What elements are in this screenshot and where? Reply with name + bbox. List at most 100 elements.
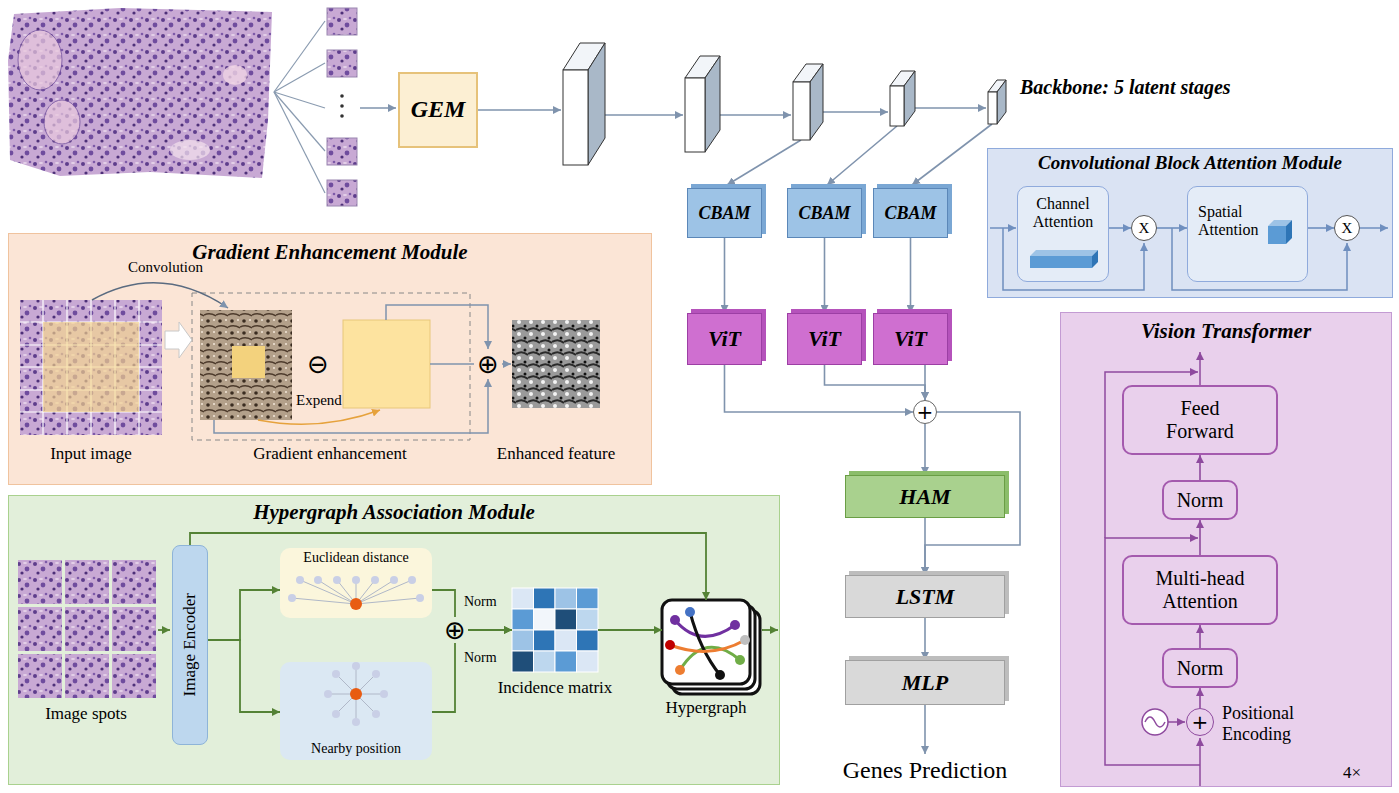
- panel-fills-part: [1060, 312, 1392, 787]
- image-patches-part: [327, 180, 357, 206]
- attention-box: Channel Attention: [1017, 186, 1109, 282]
- sum-circle: +: [913, 400, 937, 424]
- vit-illustration-part: [1145, 717, 1165, 727]
- node-text: Convolutional Block Attention Module: [1038, 152, 1342, 174]
- module-box: GEM: [398, 72, 478, 148]
- gem-illustration-part: [512, 320, 600, 408]
- connector-line: [924, 618, 926, 660]
- ham-illustration-part: [280, 548, 432, 618]
- ham-illustration-part: [350, 598, 362, 610]
- pipeline-arrows-part: [924, 705, 926, 754]
- cbam-illustration-part: [1018, 186, 1108, 282]
- svg-definition-part: [292, 598, 356, 604]
- ham-illustration-part: [112, 560, 156, 604]
- svg-definition-part: [380, 690, 388, 698]
- cbam-illustration-part: [1030, 250, 1098, 256]
- transformer-block: ViT: [873, 313, 948, 365]
- histology-image-part: [44, 100, 80, 144]
- ellipsis-dots: [340, 94, 344, 118]
- image-patches-part: [327, 138, 357, 165]
- svg-definition-part: [314, 576, 322, 584]
- ham-illustration-part: [730, 620, 740, 630]
- connector-line: [208, 640, 280, 712]
- gem-illustration-part: [20, 300, 162, 435]
- node-text: X: [1342, 221, 1353, 236]
- svg-definition-part: [690, 612, 720, 675]
- ham-illustration-part: [685, 607, 695, 617]
- gem-illustration-part: [92, 283, 228, 308]
- svg-definition-part: [555, 588, 577, 609]
- attention-block: CBAM: [787, 188, 862, 238]
- svg-definition-part: [534, 630, 556, 651]
- edge-label: Norm: [463, 594, 498, 610]
- svg-definition-part: [675, 620, 735, 636]
- patch-fan-part: [274, 21, 325, 92]
- svg-definition-part: [512, 609, 534, 630]
- svg-definition: [670, 612, 745, 675]
- pipeline-arrows-part: [823, 111, 888, 113]
- svg-definition-part: [324, 690, 332, 698]
- backbone-stages-part: [685, 78, 705, 152]
- process-box: MLP: [845, 660, 1005, 705]
- edge-label: Norm: [463, 650, 498, 666]
- connector-line: [825, 365, 926, 400]
- histology-image-part: [18, 30, 62, 90]
- svg-definition: [328, 666, 384, 722]
- node-text: Hypergraph: [666, 698, 747, 718]
- connector-line: [1199, 625, 1201, 648]
- svg-definition-part: [214, 379, 488, 433]
- svg-definition-part: [555, 630, 577, 651]
- cbam-illustration: [990, 186, 1388, 290]
- attention-block: CBAM: [687, 188, 762, 238]
- node-text: Channel Attention: [1023, 195, 1103, 232]
- ham-illustration-part: [662, 600, 750, 684]
- ham-illustration-part: [65, 654, 109, 698]
- cbam-illustration-part: [1268, 226, 1286, 244]
- image-patches-part: [327, 8, 357, 35]
- ham-illustration-part: [735, 655, 745, 665]
- svg-definition: [214, 305, 511, 433]
- connector-line: [724, 238, 726, 313]
- gem-illustration-part: [232, 346, 265, 378]
- text-label: Positional Encoding: [1222, 703, 1322, 744]
- ham-illustration-part: [675, 665, 685, 675]
- backbone-stages-part: [810, 64, 823, 140]
- ham-illustration-part: [670, 615, 680, 625]
- connector-line: [924, 424, 926, 475]
- text-label: 4×: [1343, 763, 1361, 783]
- pipeline-arrows-part: [478, 109, 561, 111]
- svg-definition: [324, 662, 388, 726]
- svg-definition-part: [577, 588, 599, 609]
- layer-box: Norm: [1162, 648, 1238, 688]
- node-text: Image Encoder: [180, 593, 200, 696]
- image-patches-part: [327, 50, 357, 77]
- connector-line: [208, 590, 280, 640]
- gem-illustration-part: [258, 410, 380, 424]
- svg-definition: [990, 228, 1388, 290]
- transformer-block: ViT: [687, 313, 762, 365]
- svg-definition-part: [296, 576, 304, 584]
- gem-illustration-part: [343, 320, 430, 408]
- backbone-stages-part: [588, 43, 605, 165]
- svg-definition-part: [408, 576, 416, 584]
- gem-illustration-part: [200, 310, 292, 420]
- connector-line: [1109, 227, 1131, 229]
- patch-fan: [274, 21, 325, 193]
- ham-illustration-part: [18, 654, 62, 698]
- svg-definition-part: [352, 662, 360, 670]
- svg-definition-part: [430, 363, 474, 365]
- node-text: ViT: [808, 326, 841, 351]
- svg-definition-part: [372, 710, 380, 718]
- connector-line: [1199, 455, 1201, 480]
- cbam-illustration-part: [1030, 256, 1092, 268]
- matrix-figure: Incidence matrix: [512, 588, 598, 672]
- ham-illustration-part: [112, 654, 156, 698]
- svg-definition-part: [1003, 228, 1144, 290]
- node-text: HAM: [899, 484, 950, 509]
- backbone-stages-part: [997, 80, 1006, 124]
- backbone-stages-part: [890, 86, 904, 126]
- histology-image-part: [8, 8, 272, 178]
- node-text: Spatial Attention: [1198, 203, 1273, 240]
- node-text: CBAM: [698, 203, 750, 224]
- ham-illustration-part: [715, 670, 725, 680]
